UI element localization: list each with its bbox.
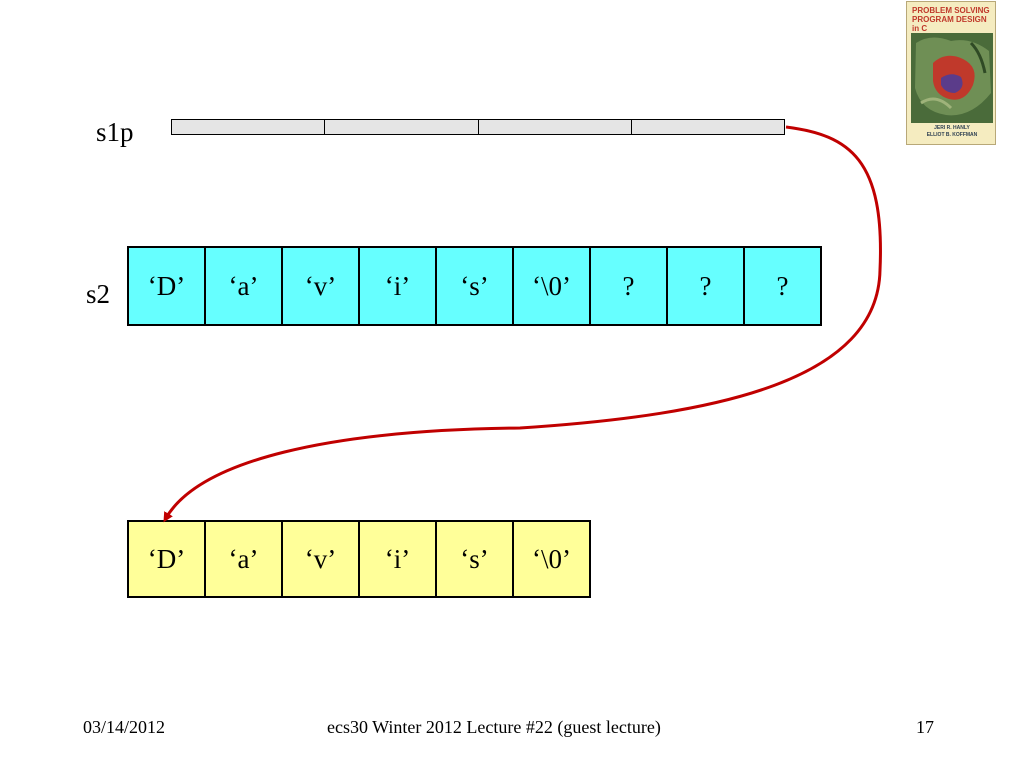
s2-cell: ‘i’ (360, 248, 437, 324)
s2-cell: ‘v’ (283, 248, 360, 324)
s2-cell: ‘\0’ (514, 248, 591, 324)
book-cover-title: PROBLEM SOLVING PROGRAM DESIGN in C (912, 6, 990, 33)
copy-cell: ‘D’ (129, 522, 206, 596)
s2-cell: ? (745, 248, 822, 324)
book-cover-authors: JERI R. HANLY ELLIOT B. KOFFMAN (926, 125, 978, 138)
copy-cell: ‘v’ (283, 522, 360, 596)
copy-cell: ‘a’ (206, 522, 283, 596)
s1p-label: s1p (96, 117, 134, 147)
footer-page-number: 17 (916, 717, 934, 737)
copy-cell: ‘i’ (360, 522, 437, 596)
copied-char-array: ‘D’‘a’‘v’‘i’‘s’‘\0’ (127, 520, 591, 598)
s2-cell: ? (668, 248, 745, 324)
s1p-pointer-box (171, 119, 785, 135)
footer-title: ecs30 Winter 2012 Lecture #22 (guest lec… (327, 717, 661, 737)
s2-char-array: ‘D’‘a’‘v’‘i’‘s’‘\0’??? (127, 246, 822, 326)
s2-label: s2 (86, 279, 111, 309)
s2-cell: ? (591, 248, 668, 324)
book-cover-art (911, 33, 993, 123)
s2-cell: ‘a’ (206, 248, 283, 324)
copy-cell: ‘s’ (437, 522, 514, 596)
s1p-byte-segment (325, 120, 479, 134)
s1p-byte-segment (479, 120, 632, 134)
s1p-byte-segment (172, 120, 326, 134)
s2-cell: ‘s’ (437, 248, 514, 324)
copy-cell: ‘\0’ (514, 522, 591, 596)
s1p-byte-segment (632, 120, 784, 134)
footer-date: 03/14/2012 (83, 717, 166, 737)
s2-cell: ‘D’ (129, 248, 206, 324)
book-cover-image: PROBLEM SOLVING PROGRAM DESIGN in C JERI… (906, 1, 996, 145)
